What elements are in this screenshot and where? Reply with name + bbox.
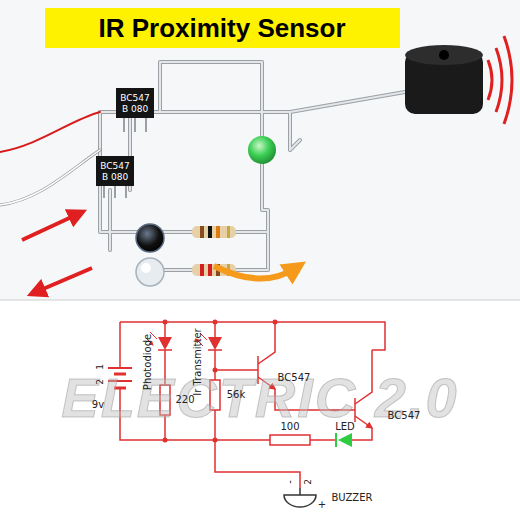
resistor bbox=[192, 226, 236, 238]
transistor-marking: BC547 bbox=[100, 162, 129, 171]
part-name: Ir Transmitter bbox=[193, 328, 203, 395]
part-name: Photodiode bbox=[143, 334, 153, 390]
battery-voltage: 9v bbox=[92, 400, 104, 410]
transistor-marking: BC547 bbox=[120, 94, 149, 103]
green-led bbox=[248, 136, 276, 164]
title-banner bbox=[45, 8, 400, 48]
wires bbox=[0, 62, 405, 270]
part-name: BC547 bbox=[388, 411, 421, 421]
pin-sign: + bbox=[318, 500, 326, 510]
resistor-value: 56k bbox=[227, 390, 246, 400]
title: IR Proximity Sensor bbox=[98, 15, 345, 41]
motion-arrows bbox=[22, 214, 296, 292]
pin-number: 2 bbox=[304, 479, 313, 485]
resistor-value: 100 bbox=[280, 422, 299, 432]
buzzer bbox=[405, 45, 483, 114]
part-name: BC547 bbox=[278, 373, 311, 383]
transistor-body bbox=[96, 156, 134, 198]
buzzer-symbol bbox=[284, 488, 316, 507]
transistor-marking: B 080 bbox=[102, 173, 128, 182]
ir-led bbox=[136, 258, 164, 286]
transistor-body bbox=[116, 88, 154, 132]
part-name: LED bbox=[335, 422, 355, 432]
pin-number: 1 bbox=[96, 364, 105, 370]
led-symbol bbox=[336, 433, 352, 447]
photodiode bbox=[136, 224, 164, 252]
part-name: BUZZER bbox=[332, 493, 373, 503]
pin-sign: - bbox=[285, 480, 295, 484]
photo-ground bbox=[0, 0, 520, 300]
resistor-value: 220 bbox=[175, 395, 194, 405]
sound-waves bbox=[488, 36, 512, 124]
pin-number: 2 bbox=[96, 379, 105, 385]
divider bbox=[0, 300, 520, 301]
transistor-marking: B 080 bbox=[122, 105, 148, 114]
